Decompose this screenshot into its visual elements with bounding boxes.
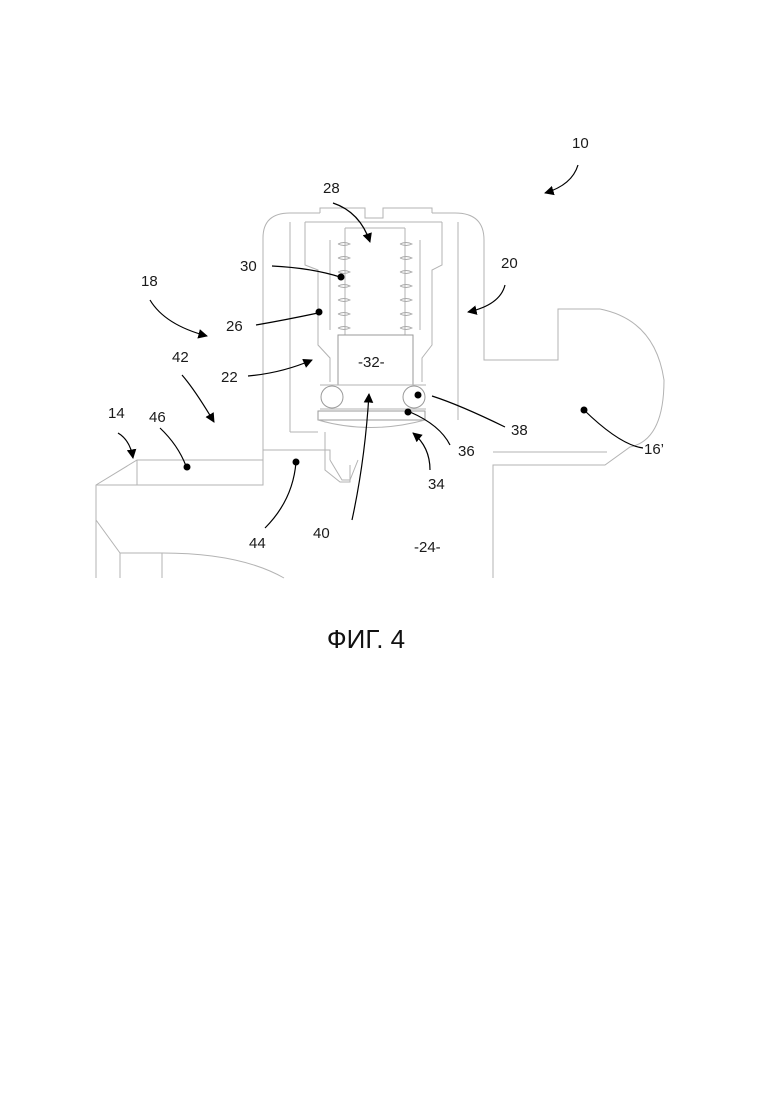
label-36: 36 — [458, 443, 475, 460]
label-40: 40 — [313, 525, 330, 542]
label-22: 22 — [221, 369, 238, 386]
label-32: -32- — [358, 354, 385, 371]
label-44: 44 — [249, 535, 266, 552]
check-balls — [320, 385, 426, 409]
leader-lines — [118, 165, 643, 528]
tank-body — [96, 450, 358, 578]
label-46: 46 — [149, 409, 166, 426]
label-16: 16’ — [644, 441, 664, 458]
label-26: 26 — [226, 318, 243, 335]
label-30: 30 — [240, 258, 257, 275]
label-28: 28 — [323, 180, 340, 197]
label-14: 14 — [108, 405, 125, 422]
label-38: 38 — [511, 422, 528, 439]
reference-dots — [184, 274, 588, 471]
label-24: -24- — [414, 539, 441, 556]
label-10: 10 — [572, 135, 589, 152]
spring — [338, 243, 412, 330]
figure-caption: ФИГ. 4 — [327, 624, 405, 654]
label-34: 34 — [428, 476, 445, 493]
label-42: 42 — [172, 349, 189, 366]
label-18: 18 — [141, 273, 158, 290]
valve-core — [290, 222, 458, 482]
label-20: 20 — [501, 255, 518, 272]
housing-outline — [263, 208, 664, 578]
reference-labels: 10 28 20 30 18 26 -32- 42 22 14 46 38 36… — [108, 135, 664, 556]
